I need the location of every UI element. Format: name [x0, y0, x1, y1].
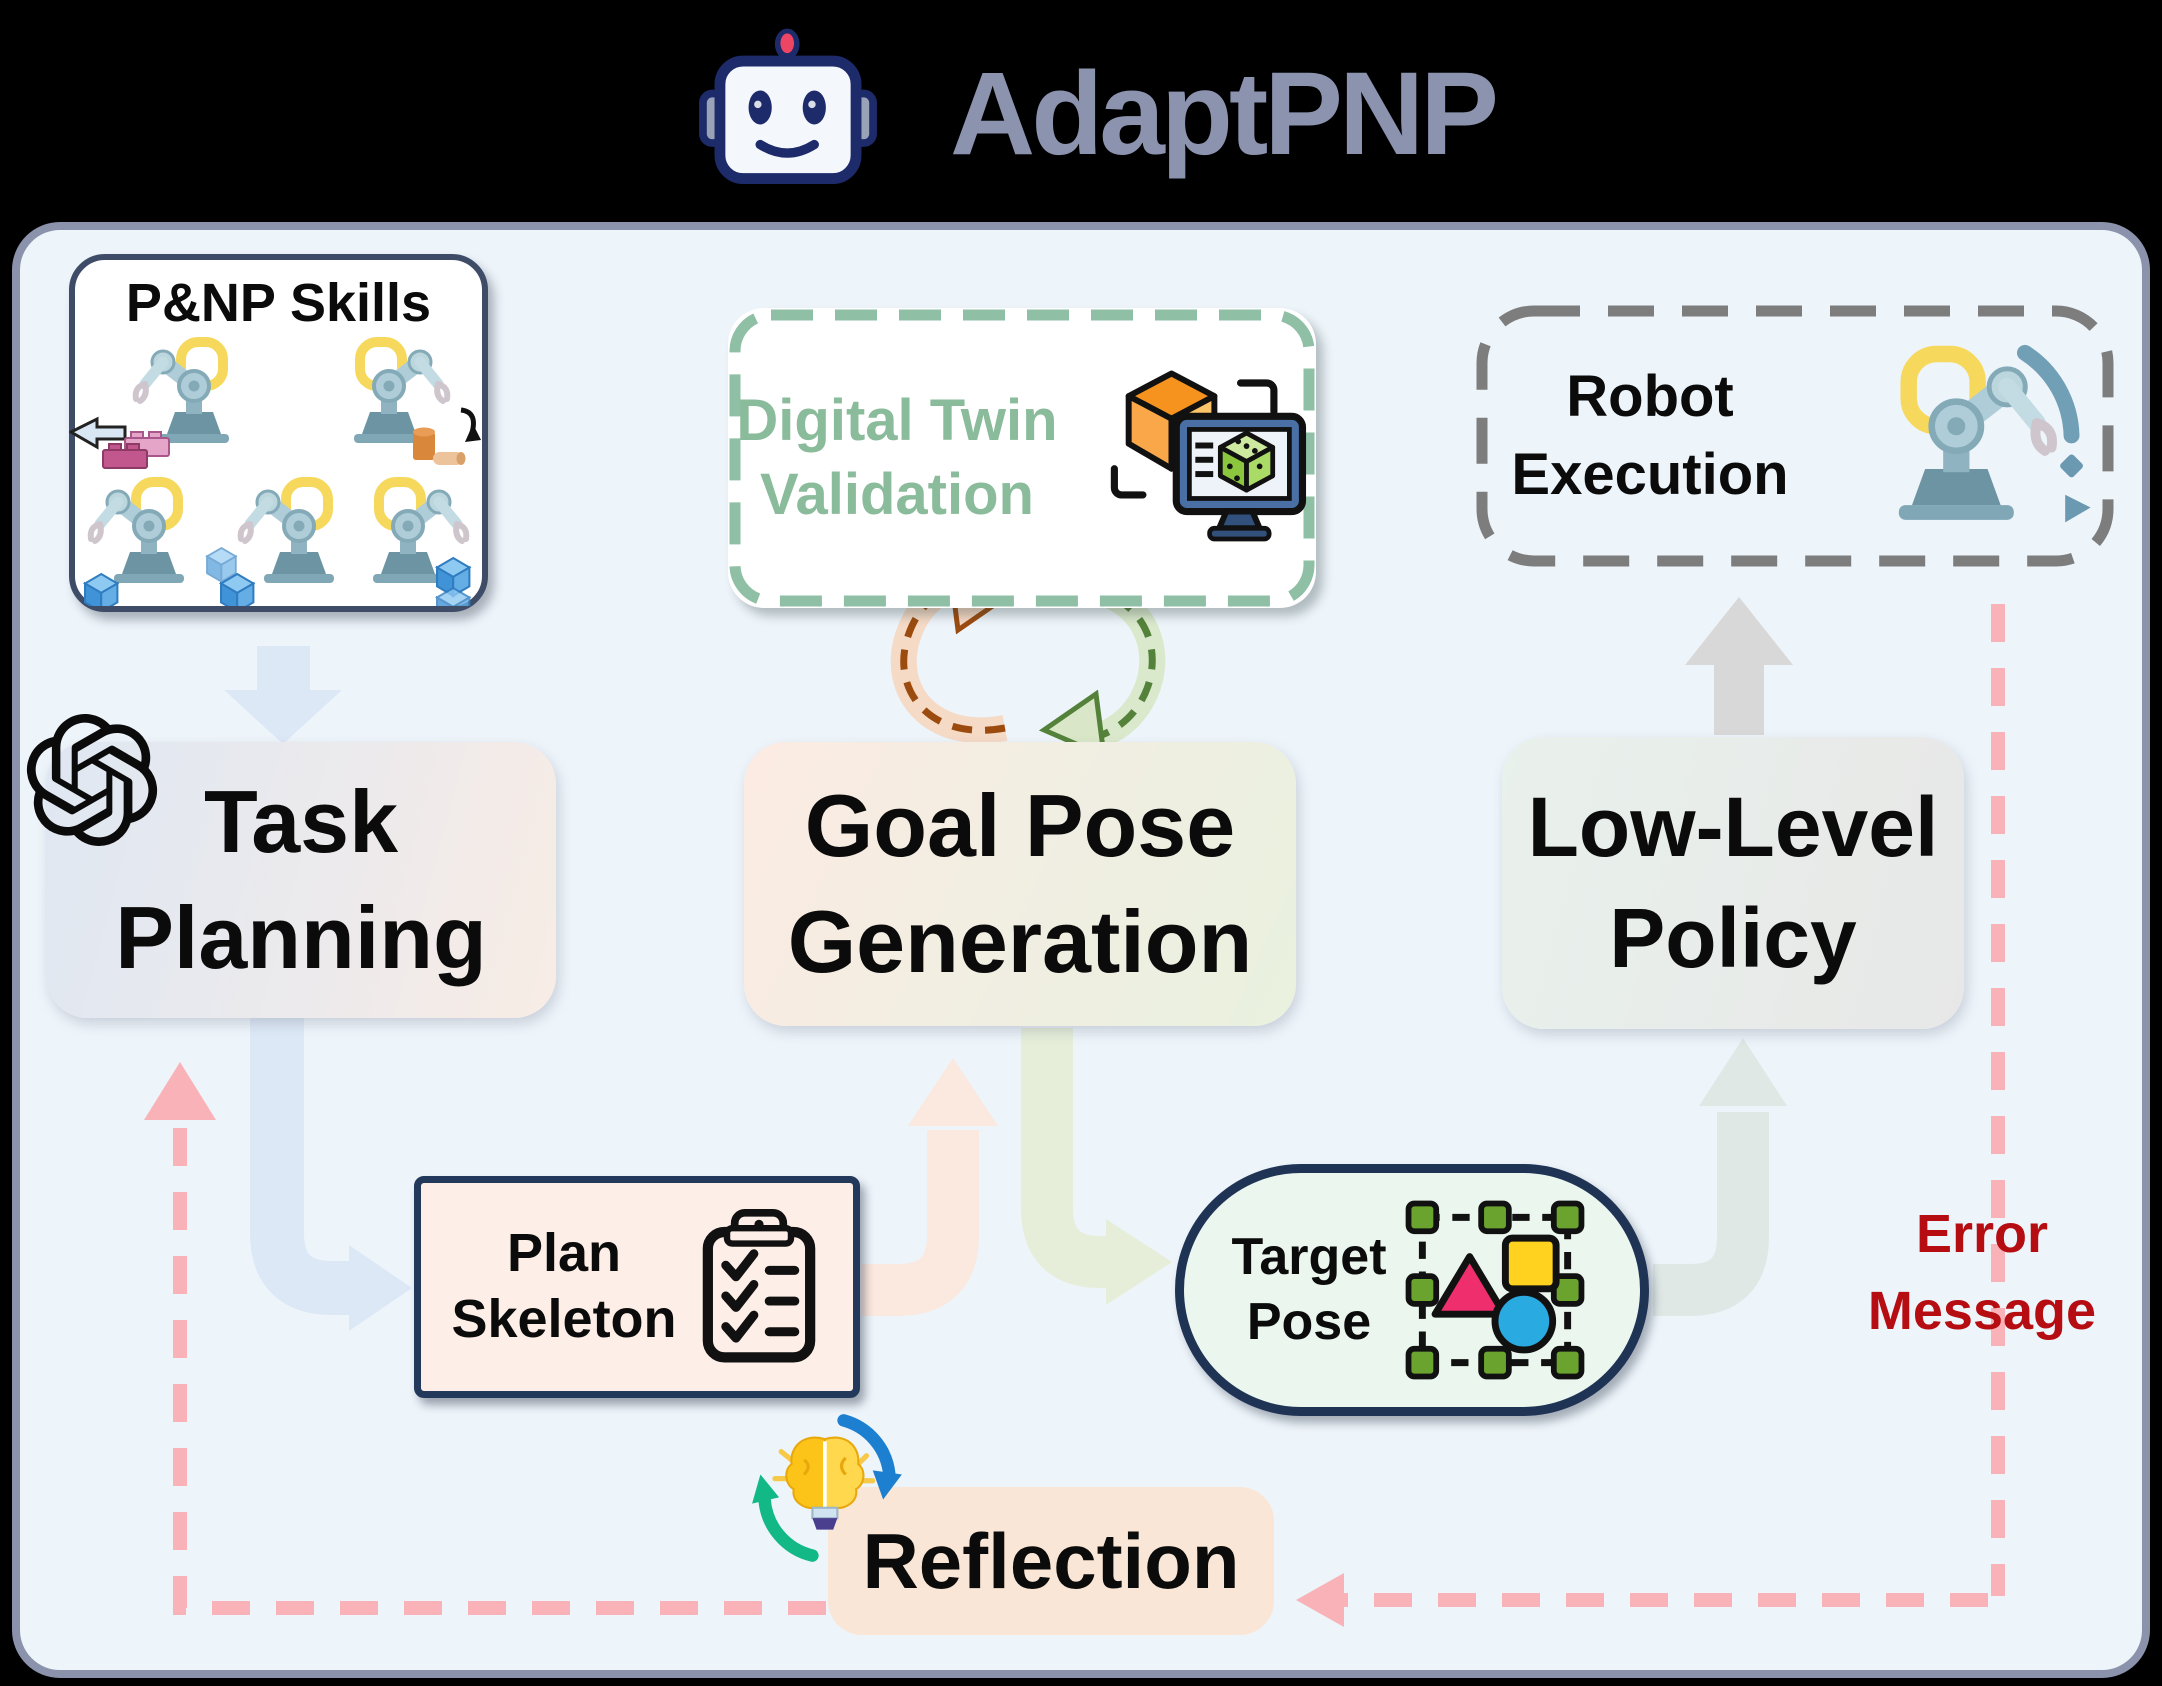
node-reflection: Reflection	[828, 1487, 1274, 1635]
node-digital-twin-validation: Digital Twin Validation	[728, 308, 1316, 608]
brain-refresh-icon	[752, 1414, 902, 1562]
digital-twin-label: Digital Twin Validation	[736, 387, 1058, 527]
node-pnp-skills: P&NP Skills	[69, 254, 488, 612]
target-pose-label: Target Pose	[1231, 1228, 1387, 1351]
cube-monitor-dice-icon	[1110, 370, 1306, 542]
error-arrowhead-to-task	[144, 1062, 216, 1120]
node-goal-pose-generation: Goal Pose Generation	[744, 742, 1296, 1026]
node-target-pose: Target Pose	[1175, 1164, 1649, 1416]
robot-arm-icons	[69, 334, 481, 606]
dashed-green-border	[729, 309, 1315, 607]
arrow-lowlevel-to-execution	[1685, 597, 1793, 735]
task-planning-label: Task Planning	[115, 771, 487, 987]
robot-head-icon	[699, 28, 877, 185]
arrow-plan-to-goal	[862, 1130, 979, 1316]
pnp-skills-title: P&NP Skills	[125, 273, 432, 333]
node-low-level-policy: Low-Level Policy	[1502, 737, 1964, 1029]
node-robot-execution: Robot Execution	[1475, 304, 2115, 568]
error-arrowhead-to-reflection	[1296, 1573, 1344, 1627]
error-message-label: Error Message	[1867, 1204, 2097, 1341]
arrow-target-to-lowlevel	[1653, 1112, 1769, 1316]
clipboard-checklist-icon	[702, 1209, 815, 1363]
node-task-planning: Task Planning	[46, 742, 556, 1018]
robot-execution-label: Robot Execution	[1511, 363, 1789, 507]
node-plan-skeleton: Plan Skeleton	[414, 1176, 860, 1398]
robot-arm-motion-icon	[1810, 338, 2091, 534]
error-feedback-path	[173, 604, 2005, 1615]
selection-shapes-icon	[1405, 1200, 1584, 1380]
plan-skeleton-label: Plan Skeleton	[451, 1223, 677, 1349]
page-title: AdaptPNP	[950, 48, 1499, 180]
arrow-pnp-to-task	[224, 646, 342, 744]
arrow-task-to-plan	[250, 1012, 354, 1315]
reflection-label: Reflection	[862, 1516, 1240, 1605]
goal-pose-label: Goal Pose Generation	[787, 775, 1253, 991]
openai-logo-icon	[26, 714, 158, 846]
low-level-policy-label: Low-Level Policy	[1527, 780, 1939, 985]
dashed-gray-border	[1476, 305, 2114, 567]
arrow-goal-to-target	[1021, 1028, 1108, 1288]
cycle-arrow-green	[1038, 575, 1166, 761]
